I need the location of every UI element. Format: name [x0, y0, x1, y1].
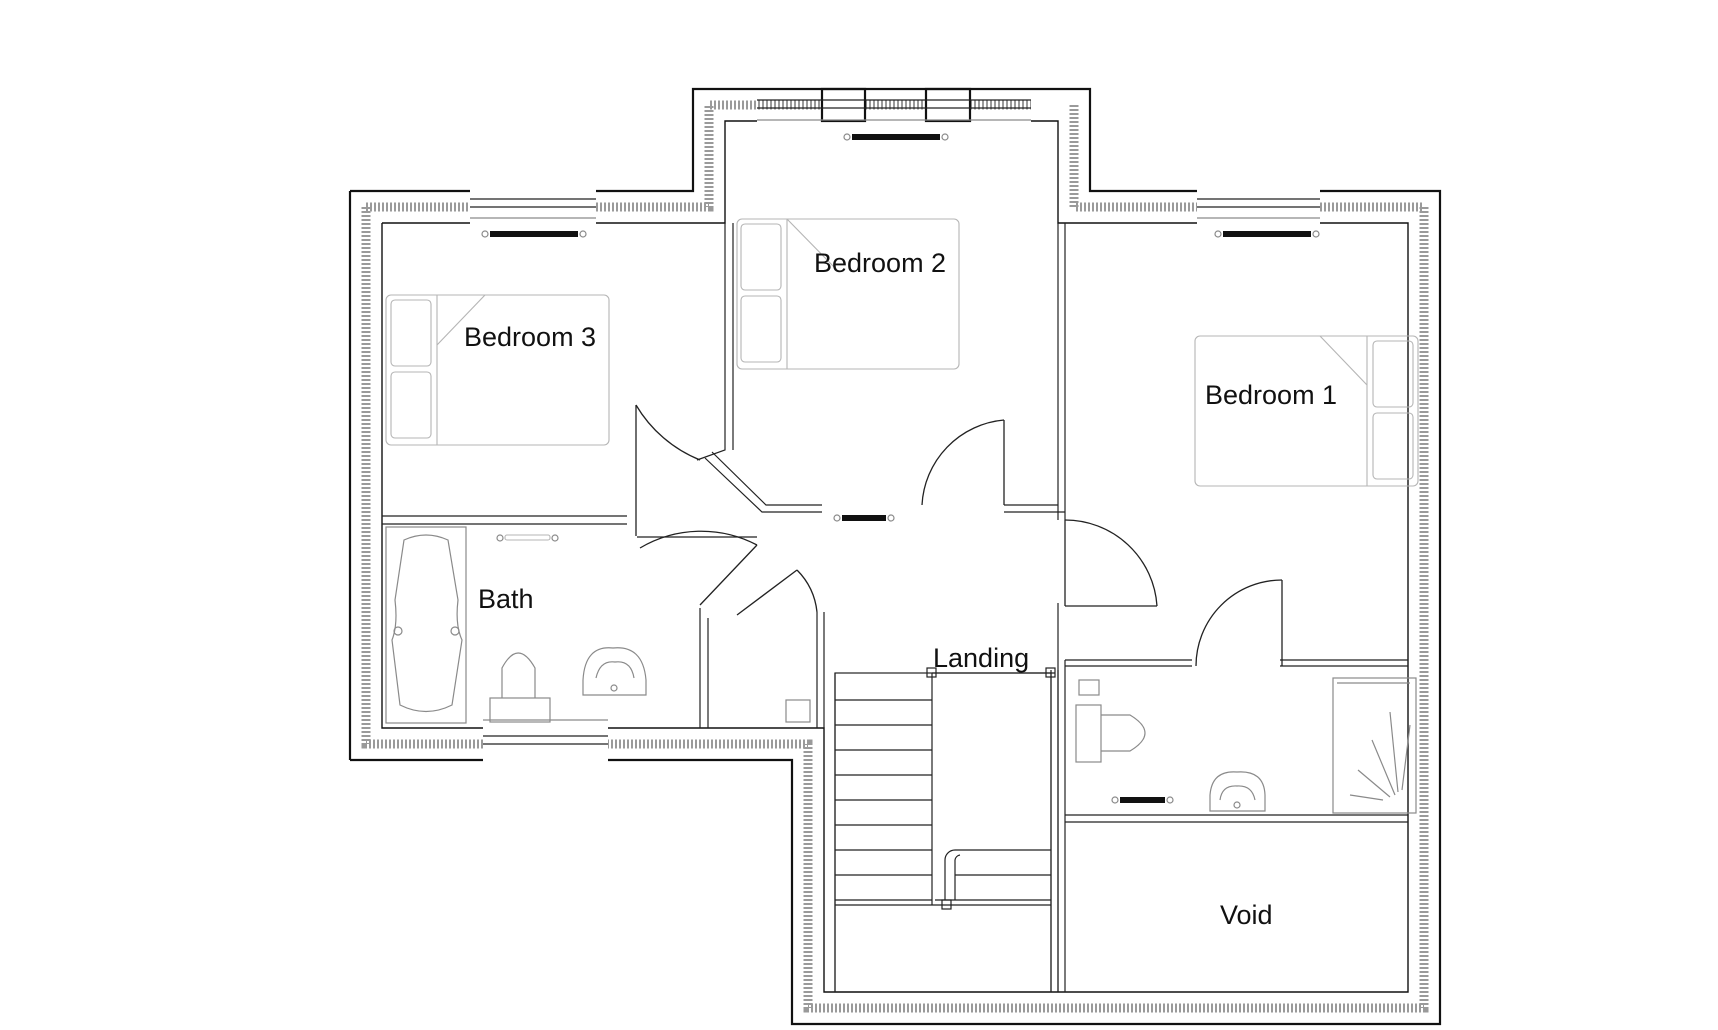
- bed-bedroom-3: [385, 294, 610, 446]
- label-bedroom-3: Bedroom 3: [464, 322, 596, 352]
- bath-tub: [385, 526, 467, 724]
- label-bedroom-1: Bedroom 1: [1205, 380, 1337, 410]
- wall-bed1-ensuite-left: [1057, 603, 1066, 992]
- bay-pier-left: [820, 87, 867, 123]
- cupboard-tank: [785, 699, 811, 723]
- stair-outline: [834, 672, 1052, 993]
- wall-bed2-bottom-right: [1004, 504, 1065, 513]
- external-wall-outer-line: [350, 87, 1442, 1026]
- door-cupboard[interactable]: [736, 569, 818, 616]
- internal-walls: [382, 223, 1408, 992]
- stair-handrail: [944, 849, 961, 900]
- window-bath: [483, 719, 608, 745]
- wall-bed2-bed1: [1057, 223, 1066, 520]
- door-ensuite[interactable]: [1195, 579, 1283, 667]
- door-bedroom-1[interactable]: [1064, 519, 1158, 607]
- radiator-bedroom-1: [1214, 230, 1320, 238]
- furniture: [385, 218, 1419, 814]
- basin-ensuite: [1209, 771, 1266, 812]
- radiator-bedroom-3: [481, 230, 587, 238]
- window-bedroom-1: [1197, 198, 1320, 219]
- label-bedroom-2: Bedroom 2: [814, 248, 946, 278]
- wall-insulation-band: [361, 100, 1429, 1013]
- wall-bed3-bed2: [696, 223, 734, 461]
- basin-bath: [582, 647, 647, 696]
- door-bath[interactable]: [637, 530, 758, 606]
- window-bedroom-2: [757, 99, 1031, 121]
- radiator-ensuite: [1111, 796, 1174, 804]
- wall-bed1-ensuite-top: [1065, 659, 1408, 667]
- bay-pier-right: [924, 87, 972, 123]
- external-walls: [348, 87, 1442, 1026]
- label-bath: Bath: [478, 584, 534, 614]
- wall-cupboard-right: [816, 612, 825, 728]
- stair-treads: [835, 699, 1051, 906]
- radiator-bath: [496, 534, 559, 542]
- door-bedroom-3[interactable]: [635, 404, 701, 536]
- wall-bath-right: [699, 608, 709, 728]
- doors: [635, 404, 1283, 667]
- bed-bedroom-2: [736, 218, 960, 370]
- radiator-landing: [833, 514, 895, 522]
- external-wall-inner-line: [381, 120, 1409, 993]
- room-labels: Bedroom 3 Bedroom 2 Bedroom 1 Bath Landi…: [464, 248, 1337, 930]
- wc-bath: [489, 652, 551, 723]
- wall-bed2-angled: [704, 451, 822, 513]
- wc-ensuite: [1075, 679, 1146, 763]
- wall-ensuite-void: [1065, 814, 1408, 823]
- window-bedroom-3: [470, 198, 596, 219]
- bed-bedroom-1: [1194, 335, 1419, 487]
- label-void: Void: [1220, 900, 1273, 930]
- wall-stairwell-right: [1050, 670, 1059, 992]
- door-bedroom-2[interactable]: [921, 419, 1005, 506]
- radiators: [481, 133, 1320, 804]
- staircase: [834, 667, 1056, 993]
- radiator-bedroom-2: [843, 133, 949, 141]
- wall-bed3-bath: [382, 515, 627, 525]
- windows: [470, 99, 1320, 745]
- shower-tray: [1332, 677, 1417, 814]
- label-landing: Landing: [933, 643, 1029, 673]
